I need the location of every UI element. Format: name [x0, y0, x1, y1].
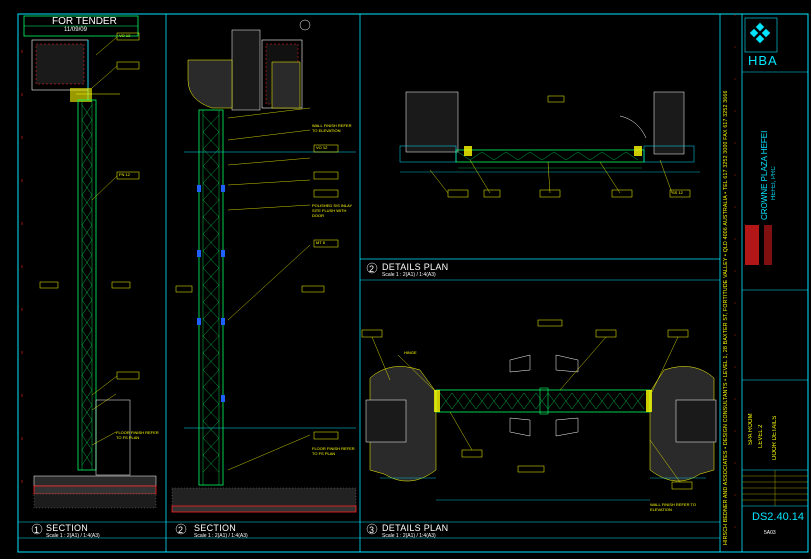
tag-4: VO 12: [316, 145, 328, 150]
annotation-polished: POLISHED S/S INLAY SITE FLUSH WITH DOOR: [312, 203, 353, 218]
tb-grid: [742, 470, 808, 506]
client-logo-mark-2: [764, 225, 772, 265]
drawing-number: DS2.40.14: [752, 511, 804, 523]
view-3-title: DETAILS PLAN: [382, 262, 449, 272]
annotation-floor-finish-1: FLOOR FINISH REFER TO FS PLAN: [116, 430, 159, 440]
tender-date: 11/09/09: [64, 27, 87, 33]
logo-frame: [744, 17, 778, 53]
view-4-scale: Scale 1 : 2(A1) / 1:4(A3): [382, 533, 436, 539]
view-3-number: 2: [369, 264, 375, 274]
view-2-title: SECTION: [194, 523, 237, 533]
annotation-floor-finish-2: FLOOR FINISH REFER TO FS PLAN: [312, 446, 355, 456]
tender-label: FOR TENDER: [52, 16, 117, 27]
view-4-title: DETAILS PLAN: [382, 523, 449, 533]
tag-3: MT 6: [316, 240, 326, 245]
annotation-wall-finish: WALL FINISH REFER TO ELEVATION: [312, 123, 352, 133]
firm-name: HBA: [748, 53, 778, 68]
firm-address-strip: HIRSCH BEDNER AND ASSOCIATES • DESIGN CO…: [723, 90, 729, 545]
view-4-number: 3: [369, 525, 375, 535]
annotation-wall-finish-2: WALL FINISH REFER TO ELEVATION: [650, 502, 697, 512]
project-location: HEFEI, PRC: [771, 166, 777, 200]
tag-1: VO 12: [119, 33, 131, 38]
tag-2: FN 12: [119, 172, 130, 177]
drawing-title: DOOR DETAILS: [772, 415, 778, 460]
level-name: LEVEL 2: [758, 424, 764, 448]
view-1-number: 1: [34, 525, 40, 535]
room-name: SPA ROOM: [748, 413, 754, 445]
revision-code: 5A03: [764, 530, 776, 536]
sheet-border: [17, 13, 809, 553]
client-logo-mark: [745, 225, 759, 265]
view-1-scale: Scale 1 : 2(A1) / 1:4(A3): [46, 533, 100, 539]
view-title-markers: [31, 262, 378, 535]
view-1-title: SECTION: [46, 523, 89, 533]
details-plan-top: [399, 91, 700, 198]
view-2-number: 2: [178, 525, 184, 535]
hba-logo-icon: [749, 22, 771, 44]
annotation-hinge: HINGE: [404, 350, 417, 355]
view-3-scale: Scale 1 : 2(A1) / 1:4(A3): [382, 272, 436, 278]
tag-5: SS 12: [672, 190, 683, 195]
view-2-scale: Scale 1 : 2(A1) / 1:4(A3): [194, 533, 248, 539]
section-1: [31, 32, 157, 509]
project-name: CROWNE PLAZA HEFEI: [760, 130, 769, 220]
section-2: [171, 19, 357, 513]
details-plan-bottom: [361, 319, 717, 501]
